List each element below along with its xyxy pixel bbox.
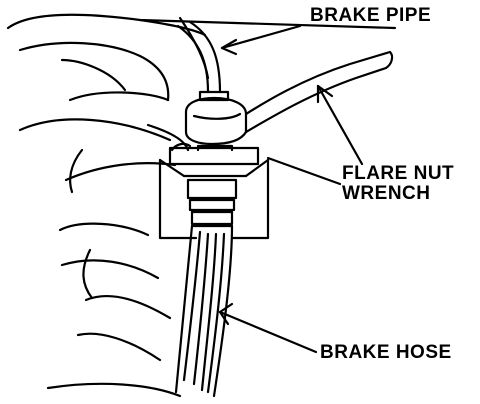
leader-arrows xyxy=(218,24,364,354)
brake-pipe-label: BRAKE PIPE xyxy=(310,5,432,26)
brake-hose-label: BRAKE HOSE xyxy=(320,342,452,363)
brake-hose-leader-line xyxy=(218,310,318,354)
flare-nut-wrench-label-line2: WRENCH xyxy=(342,183,431,204)
flare-nut-wrench-label-line1: FLARE NUT xyxy=(342,163,455,184)
fitting-leader-line xyxy=(266,156,342,186)
brake-pipe-arrowhead xyxy=(220,38,238,56)
vehicle-body-outline xyxy=(6,13,397,398)
flare-nut-wrench xyxy=(184,50,394,146)
brake-hose-arrowhead xyxy=(218,302,234,326)
wrench-leader-line xyxy=(316,84,364,166)
brake-pipe-leader-line xyxy=(220,24,302,50)
brake-hose xyxy=(174,224,234,398)
wrench-arrowhead xyxy=(316,84,334,104)
hose-fitting-bracket xyxy=(158,142,270,240)
flare-nut-wrench-label: FLARE NUT WRENCH xyxy=(342,164,454,204)
brake-pipe xyxy=(176,20,230,102)
